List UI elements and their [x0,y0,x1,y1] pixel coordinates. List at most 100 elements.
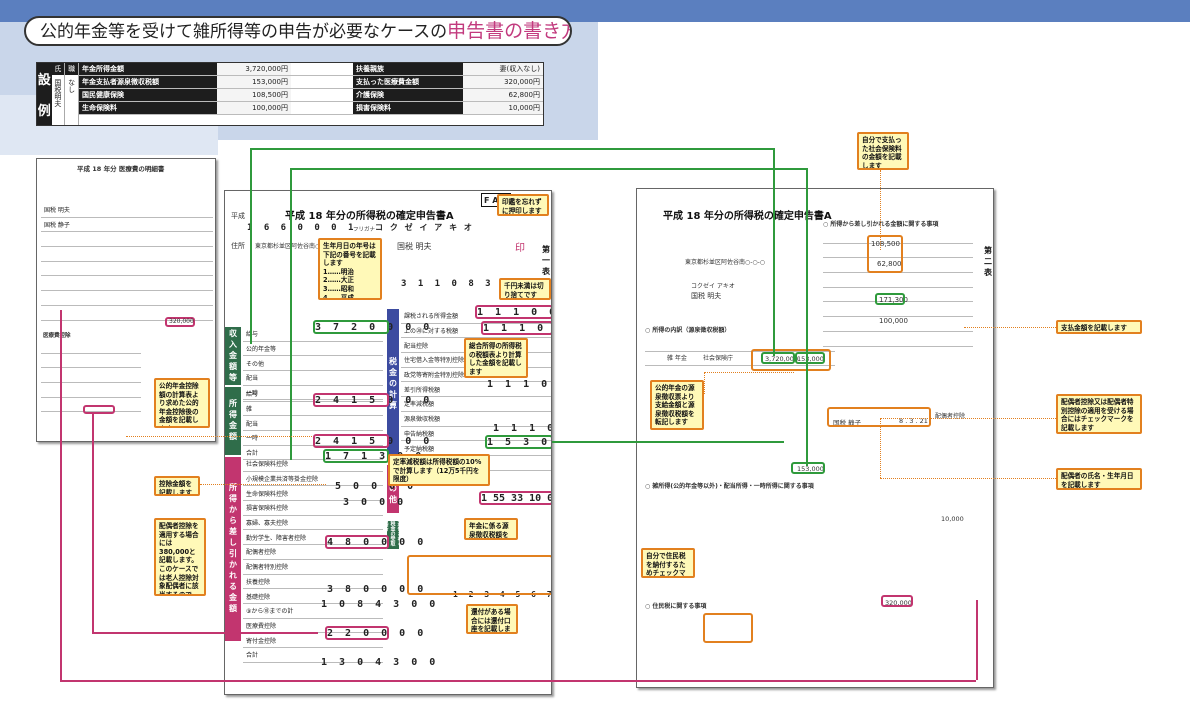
ex-val2-3: 10,000円 [463,102,544,115]
dedRows-item-9: 基礎控除 [243,589,383,604]
ring-medical-b [881,595,913,607]
value-net-tax: 1 1 1 0 0 0 [487,379,551,390]
ring-pension-withheld [795,352,825,364]
callout-total-income: 総合所得の所得税の税額表より計算した金額を記載します [464,338,528,378]
ring-medical [325,626,389,640]
leader-withheld-v [704,372,705,394]
medical-row-4 [41,247,213,262]
tax-rows: 課税される所得金額上の⑳に対する税額配当控除住宅借入金等特別控除政党等寄附金特別… [401,309,551,471]
b-row-7 [823,317,973,332]
b-row-2 [823,244,973,259]
medical-row-2: 国税 静子 [41,218,213,233]
dedRows-item-10: ⑨から⑱までの計 [243,604,383,619]
form-a-birth: 3 1 1 0 8 3 0 [401,279,511,289]
medical-row-3 [41,232,213,248]
connector-top [250,148,774,150]
connector-top-right [773,148,775,356]
value-misc-income: 2 4 1 5 0 0 0 [315,395,433,406]
value-taxable-income: 1 1 1 0 0 0 0 [477,307,551,318]
form-a-furigana-label: フリガナ [353,227,376,233]
leader-social [880,170,881,250]
form-b-name: 国税 明夫 [691,292,722,300]
form-b-life: 100,000 [879,317,908,325]
amountRows-item-2: 配当 [243,416,383,432]
value-life-deduction: 5 0 0 0 0 [335,481,417,492]
form-a-title: 平成 18 年分の所得税の確定申告書A [285,211,454,222]
ring-pension-income [761,352,795,364]
ring-tax [481,321,551,335]
medical-row-5 [41,262,213,277]
form-b-spouse-birth: 8 . 3 . 21 [899,417,928,425]
value-refund-due: 1 5 3 0 0 0 [481,493,551,504]
form-b-resident-section: ○ 住民税に関する事項 [645,603,707,610]
ring-spouse-info [827,407,931,427]
form-b-address: 東京都杉並区阿佐谷南○-○-○ [685,259,766,266]
callout-pension-withheld: 公的年金の源泉徴収票より支給金額と源泉徴収税額を転記します [650,380,704,430]
taxRows-item-6: 定率減税額 [401,397,551,412]
ex-gap-2 [291,89,354,102]
callout-paid-amount: 支払金額を記載します [1056,320,1142,334]
connector-2 [290,168,806,170]
form-a-side-label: 第一表 [541,244,551,278]
ex-val2-2: 62,800円 [463,89,544,102]
b-row-5 [823,288,973,303]
dedRows-item-8: 扶養控除 [243,575,383,590]
taxRows-item-4: 政党等寄附金特別控除 [401,368,551,383]
callout-spouse-info: 配偶者の氏名・生年月日を記載します [1056,468,1142,490]
value-income-total: 2 4 1 5 0 0 0 [315,436,433,447]
leader-spouse-v [880,418,881,478]
form-a-postal: 1 6 6 0 0 0 1 [247,223,357,233]
leader-deduction-amt [200,484,326,485]
callout-rate-cut: 定率減税額は所得税額の10%で計算します（12万5千円を限度） [388,454,490,486]
incomeRows-item-0: 給与 [243,327,383,342]
job-value: なし [67,79,76,93]
medical-amount-ring [165,317,195,327]
dedRows-item-5: 勤労学生、障害者控除 [243,530,383,546]
example-tag: 設 例 [37,63,52,125]
form-b-side-label: 第二表 [983,245,993,279]
callout-spouse-check: 配偶者控除又は配偶者特別控除の適用を受ける場合にはチェックマークを記載します [1056,394,1142,434]
medical-expense-form: 平成 18 年分 医療費の明細書 国税 明夫 国税 静子 医療費控除 320,0… [36,158,216,442]
connector-2-right [806,168,808,466]
connector-medical-left [60,310,62,680]
medical-total-ring [83,405,115,414]
b-row-6 [823,302,973,318]
taxRows-item-0: 課税される所得金額 [401,309,551,324]
callout-seal: 印鑑を忘れずに押印します [497,194,549,216]
ring-bank [407,555,551,595]
form-a-address-label: 住所 [231,242,245,250]
b-row-4 [823,273,973,288]
leader-pension-calc [126,436,312,437]
medical-row-1: 国税 明夫 [41,203,213,218]
callout-refund: 還付がある場合には還付口座を記載します [466,604,518,634]
form-b-furigana: コクゼイ アキオ [691,283,735,290]
summary-row-4 [41,383,141,398]
connector-medical-right [976,600,978,680]
ex-key2-1: 支払った医療費金額 [353,76,464,89]
form-b-title: 平成 18 年分の所得税の確定申告書A [663,211,832,222]
medical-row-6 [41,276,213,292]
tax-return-form-b: 平成 18 年分の所得税の確定申告書A 第二表 東京都杉並区阿佐谷南○-○-○ … [636,188,994,688]
value-refund-tax: 5 3 1 0 0 [493,493,551,504]
form-b-spouse-deduction: 10,000 [941,515,964,523]
medical-row-name-1: 国税 明夫 [44,207,70,215]
medical-summary-rows [41,339,141,413]
example-job-col: 職業 なし [65,63,80,125]
name-header: 氏名 [51,63,65,85]
value-rate-cut: 1 1 1 0 0 [493,423,551,434]
form-b-spouse-name: 国税 静子 [833,419,862,427]
incomeRows-item-3: 配当 [243,371,383,386]
taxRows-item-1: 上の⑳に対する税額 [401,324,551,339]
section-deduction: 所得から差し引かれる金額 [225,457,241,641]
form-a-furigana: コ ク ゼ イ ア キ オ [375,223,473,232]
ring-withheld-total [791,462,825,474]
taxRows-item-5: 差引所得税額 [401,382,551,398]
ex-key1-0: 年金所得金額 [79,63,218,76]
connector-3 [552,441,784,443]
value-tax-amount: 1 1 1 0 0 0 [483,323,551,334]
ex-val1-3: 100,000円 [217,102,292,115]
ring-income-total [313,434,389,448]
ex-val1-2: 108,500円 [217,89,292,102]
